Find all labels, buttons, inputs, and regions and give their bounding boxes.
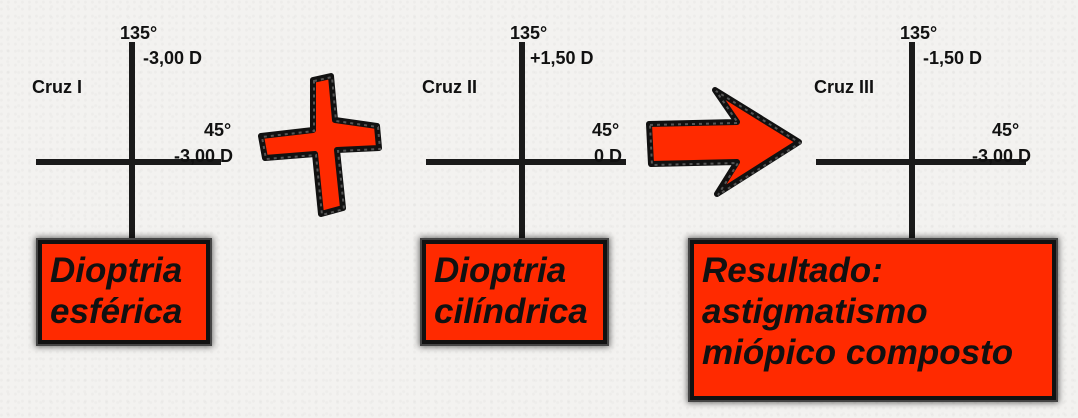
top-value-label: +1,50 D	[530, 48, 594, 68]
vertical-axis-line	[519, 42, 525, 262]
box-line: astigmatismo	[702, 292, 928, 331]
box-line: esférica	[50, 292, 183, 331]
top-angle-label: 135°	[900, 23, 938, 43]
cross-name: Cruz III	[814, 77, 875, 97]
cross-diagram-3: Cruz III 135° -1,50 D 45° -3,00 D	[814, 22, 1036, 262]
vertical-axis-line	[129, 42, 135, 262]
top-value-label: -3,00 D	[143, 48, 203, 68]
horizontal-axis-line	[426, 159, 626, 165]
right-angle-label: 45°	[592, 120, 620, 140]
top-value-label: -1,50 D	[923, 48, 983, 68]
spherical-dioptre-box: Dioptria esférica	[38, 240, 210, 344]
right-value-label: -3,00 D	[174, 146, 234, 166]
plus-icon	[258, 73, 382, 217]
cross-diagram-1: Cruz I 135° -3,00 D 45° -3,00 D	[32, 22, 256, 262]
horizontal-axis-line	[36, 159, 221, 165]
arrow-right-icon	[646, 87, 802, 197]
cross-diagram-2: Cruz II 135° +1,50 D 45° 0 D	[422, 22, 646, 262]
box-line: Dioptria	[50, 251, 183, 290]
right-value-label: 0 D	[594, 146, 623, 166]
right-angle-label: 45°	[204, 120, 232, 140]
cross-name: Cruz I	[32, 77, 83, 97]
top-angle-label: 135°	[120, 23, 158, 43]
cylindrical-dioptre-box: Dioptria cilíndrica	[422, 240, 607, 344]
vertical-axis-line	[909, 42, 915, 262]
horizontal-axis-line	[816, 159, 1026, 165]
result-box: Resultado: astigmatismo miópico composto	[690, 240, 1056, 400]
cross-name: Cruz II	[422, 77, 478, 97]
top-angle-label: 135°	[510, 23, 548, 43]
box-line: cilíndrica	[434, 292, 588, 331]
box-line: miópico composto	[702, 333, 1014, 372]
right-angle-label: 45°	[992, 120, 1020, 140]
box-line: Resultado:	[702, 251, 883, 290]
right-value-label: -3,00 D	[972, 146, 1032, 166]
box-line: Dioptria	[434, 251, 567, 290]
